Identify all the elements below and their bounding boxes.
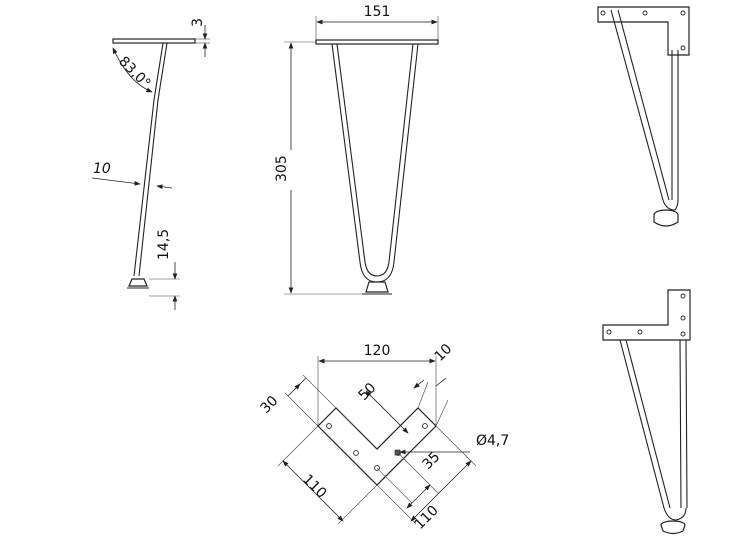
- inner-offset-label: 50: [356, 380, 380, 404]
- front-rod-right-inner: [376, 43, 414, 277]
- foot-height-label: 14,5: [156, 229, 172, 260]
- arm-length-right-label: 110: [412, 503, 442, 533]
- arm-length-left-label: 110: [299, 472, 329, 502]
- front-rod-right-outer: [376, 43, 419, 283]
- rod-diameter-label: 10: [93, 161, 111, 177]
- front-rod-left-outer: [331, 43, 378, 283]
- plate-top-view: 120 10 50 30 Ø4,7 35 110 110: [258, 341, 510, 533]
- iso-view-top: [597, 6, 690, 227]
- side-mounting-plate: [112, 38, 196, 44]
- hole-diameter-label: Ø4,7: [476, 433, 509, 449]
- iso-bottom-plate: [602, 289, 691, 341]
- leg-angle-label: 83,0°: [115, 54, 153, 92]
- plate-thickness-label: 3: [190, 18, 206, 27]
- side-leg-rod: [133, 42, 164, 277]
- overall-height-label: 305: [274, 155, 290, 182]
- arm-width-label: 10: [432, 341, 456, 365]
- side-leg-rod-edge: [138, 42, 168, 277]
- total-span-label: 120: [364, 343, 391, 359]
- mount-hole: [422, 423, 428, 429]
- plate-width-label: 151: [364, 4, 391, 20]
- mount-hole: [326, 423, 332, 429]
- front-rod-left-inner: [336, 43, 378, 277]
- iso-view-bottom: [602, 289, 691, 535]
- mount-hole: [353, 450, 359, 456]
- edge-offset-label: 30: [258, 393, 282, 417]
- side-view: 3 83,0° 10 14,5: [91, 18, 210, 310]
- front-foot: [365, 281, 389, 293]
- front-view: 151 305: [274, 4, 439, 295]
- hole-spacing-label: 35: [420, 449, 444, 473]
- front-mounting-plate: [315, 39, 439, 45]
- side-foot: [128, 278, 148, 287]
